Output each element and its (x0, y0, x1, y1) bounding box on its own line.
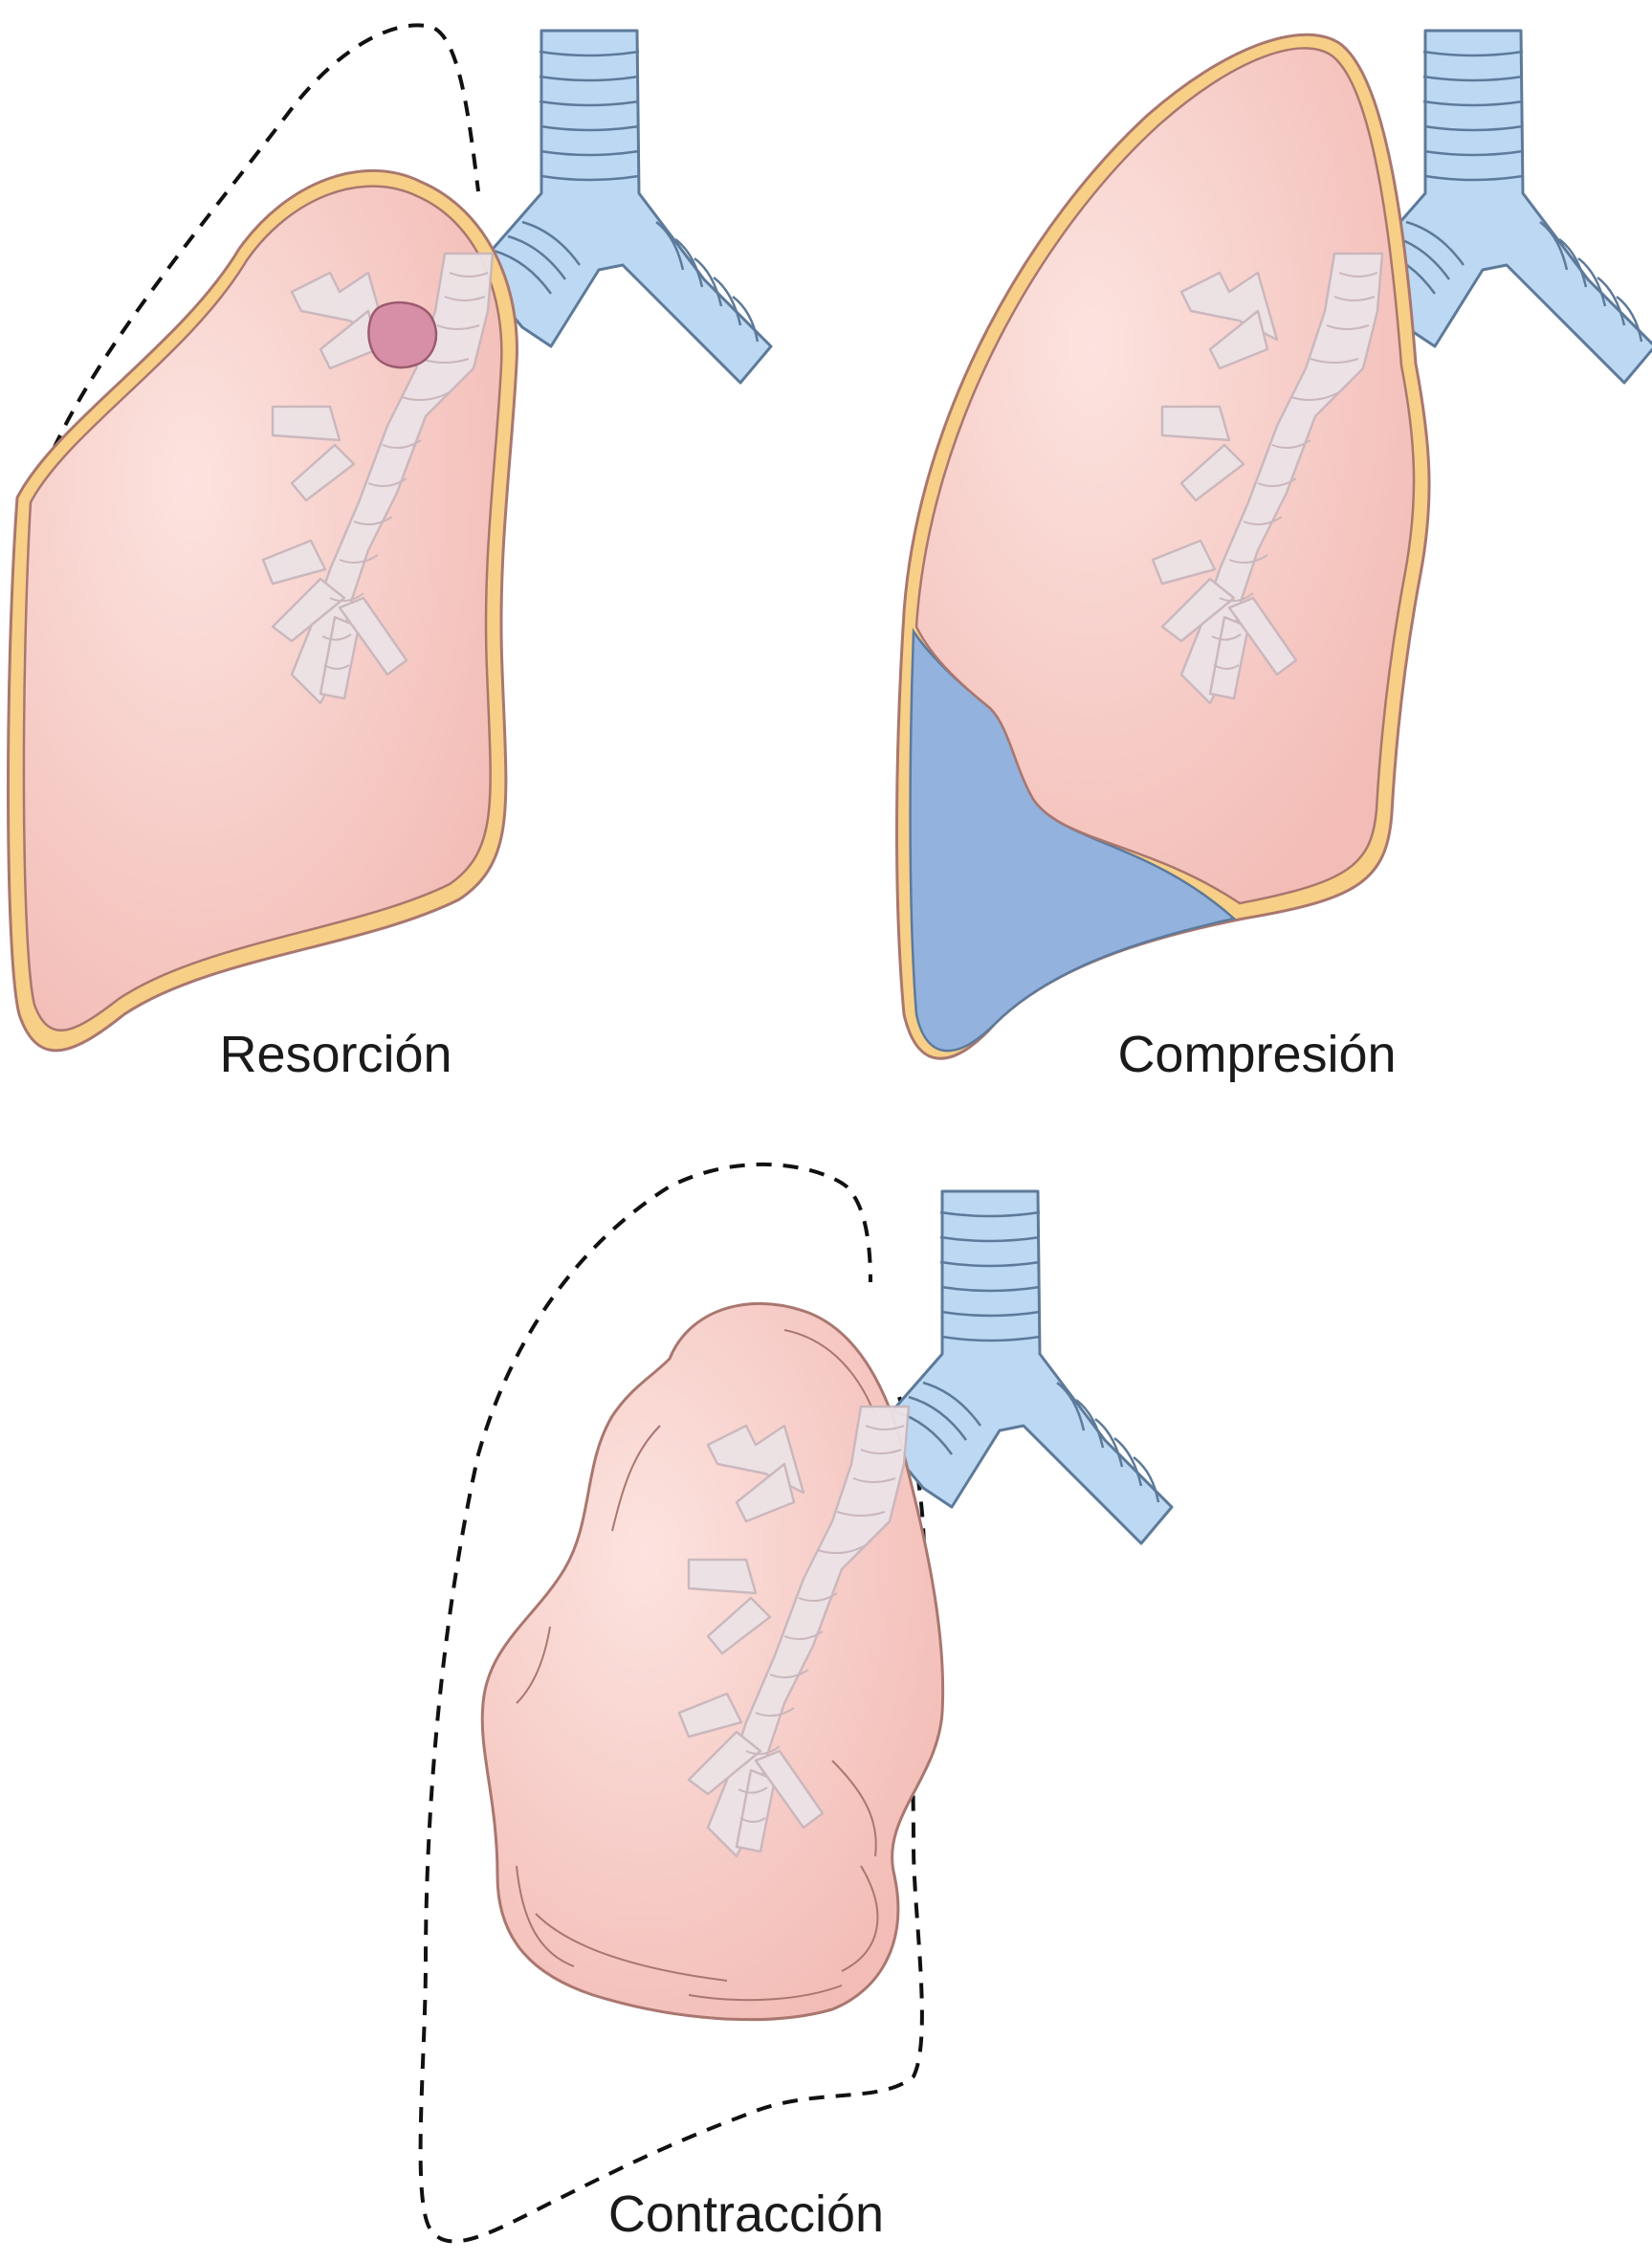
caption-contraccion: Contracción (607, 2185, 885, 2243)
original-lung-outline (418, 1162, 927, 2244)
wrinkle-lines (516, 1329, 879, 2002)
panel-contraccion (418, 1162, 1174, 2244)
obstruction-mass (367, 301, 438, 369)
caption-resorcion: Resorción (219, 1026, 452, 1083)
lung (22, 185, 503, 1032)
panel-compresion (895, 29, 1652, 1060)
panel-resorcion (7, 23, 773, 1053)
trachea-bronchi (873, 1189, 1174, 1545)
trachea-bronchi (473, 29, 773, 385)
caption-compresion: Compresión (1117, 1026, 1397, 1083)
lung (914, 47, 1416, 905)
